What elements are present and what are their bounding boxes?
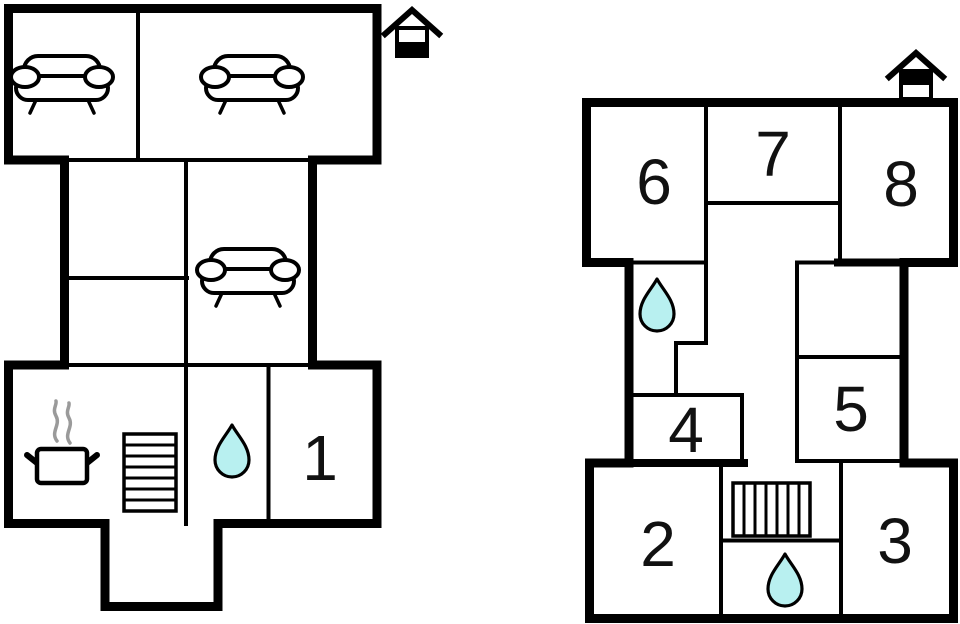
sofa-icon xyxy=(195,247,301,308)
staircase-icon xyxy=(731,481,812,538)
room-label-2: 2 xyxy=(640,508,676,580)
interior-walls-thick xyxy=(623,258,912,467)
sofa-icon xyxy=(199,54,305,115)
ground-floor-plan: 1 xyxy=(4,4,444,611)
ground-floor-room-labels: 1 xyxy=(302,422,338,494)
room-label-7: 7 xyxy=(755,118,791,190)
upper-level-fill xyxy=(903,73,929,85)
steam-line xyxy=(65,401,73,445)
upper-floor-room-labels: 6 7 8 4 5 2 3 xyxy=(636,118,919,580)
staircase-outline xyxy=(731,481,812,538)
cooking-pot-icon xyxy=(24,399,100,486)
staircase-outline xyxy=(122,432,178,513)
staircase-icon xyxy=(122,432,178,513)
exterior-wall xyxy=(4,4,382,611)
room-label-1: 1 xyxy=(302,422,338,494)
upper-floor-plan: 6 7 8 4 5 2 3 xyxy=(582,48,958,623)
room-label-6: 6 xyxy=(636,146,672,218)
steam-line xyxy=(52,399,60,443)
interior-walls xyxy=(627,100,908,620)
house-ground-floor-icon xyxy=(380,5,444,58)
house-roof xyxy=(884,48,948,82)
stair-treads xyxy=(742,483,801,536)
house-roof xyxy=(380,5,444,39)
water-drop-icon xyxy=(766,552,804,608)
house-upper-floor-icon xyxy=(884,48,948,101)
water-drop-icon xyxy=(638,277,676,333)
interior-walls xyxy=(62,6,315,526)
sofa-icon xyxy=(9,54,115,115)
room-label-3: 3 xyxy=(877,505,913,577)
ground-level-fill xyxy=(399,42,425,54)
room-label-8: 8 xyxy=(883,148,919,220)
pot-body xyxy=(34,446,90,486)
stair-treads xyxy=(124,443,176,502)
water-drop-icon xyxy=(213,423,251,479)
room-label-4: 4 xyxy=(668,394,704,466)
room-label-5: 5 xyxy=(833,373,869,445)
